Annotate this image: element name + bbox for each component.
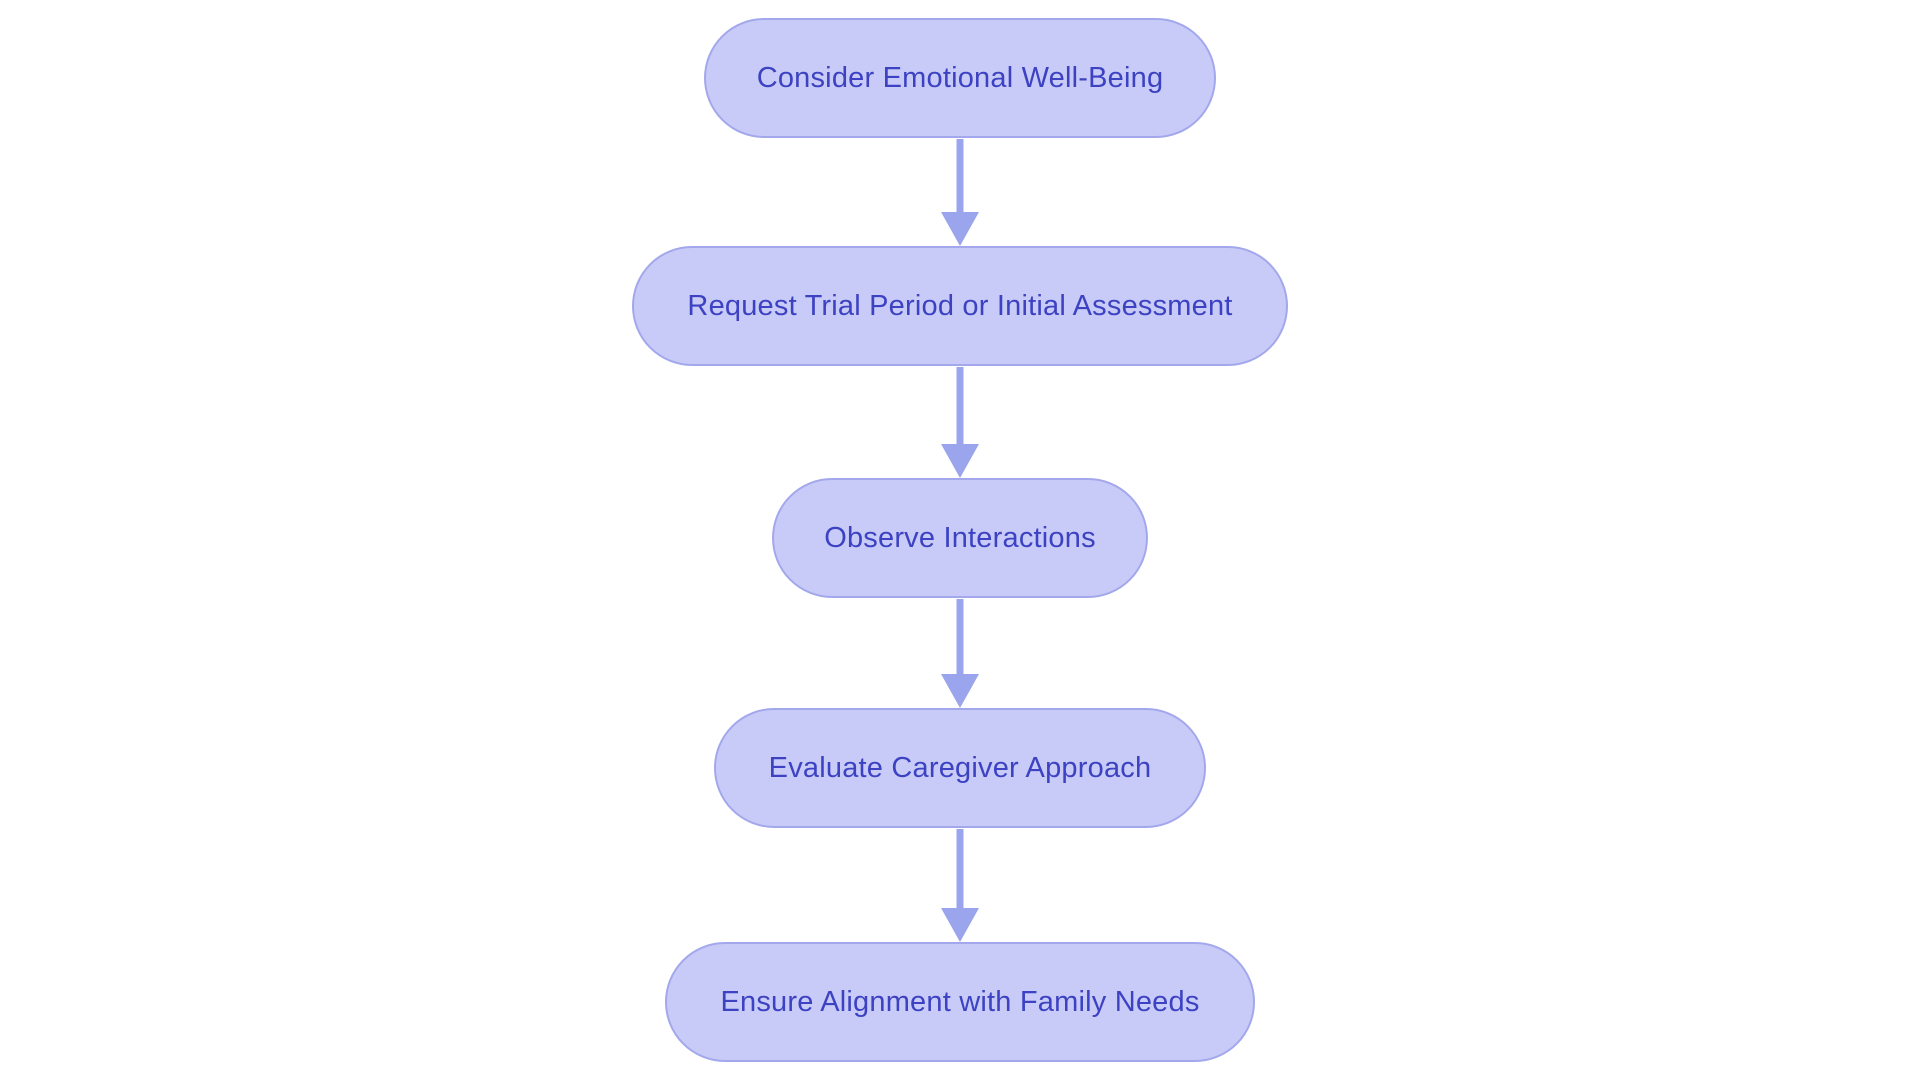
flow-arrow-3 [941,599,979,708]
flow-arrow-2 [941,367,979,478]
flow-node-label: Consider Emotional Well-Being [756,61,1164,94]
flow-arrow-4 [941,829,979,942]
flow-node-label: Evaluate Caregiver Approach [768,751,1152,784]
flow-node-request-trial-period-or-initial-assessment: Request Trial Period or Initial Assessme… [632,246,1288,366]
arrow-line [956,829,964,912]
flow-arrow-1 [941,139,979,246]
arrow-line [956,139,964,216]
flow-node-label: Ensure Alignment with Family Needs [720,985,1200,1018]
flow-node-evaluate-caregiver-approach: Evaluate Caregiver Approach [714,708,1206,828]
flow-node-label: Request Trial Period or Initial Assessme… [687,289,1233,322]
flow-node-observe-interactions: Observe Interactions [772,478,1148,598]
arrow-head-icon [941,674,979,708]
flow-node-ensure-alignment-with-family-needs: Ensure Alignment with Family Needs [665,942,1255,1062]
arrow-head-icon [941,444,979,478]
arrow-line [956,599,964,678]
arrow-line [956,367,964,448]
arrow-head-icon [941,908,979,942]
arrow-head-icon [941,212,979,246]
flow-node-consider-emotional-well-being: Consider Emotional Well-Being [704,18,1216,138]
flow-node-label: Observe Interactions [824,521,1096,554]
